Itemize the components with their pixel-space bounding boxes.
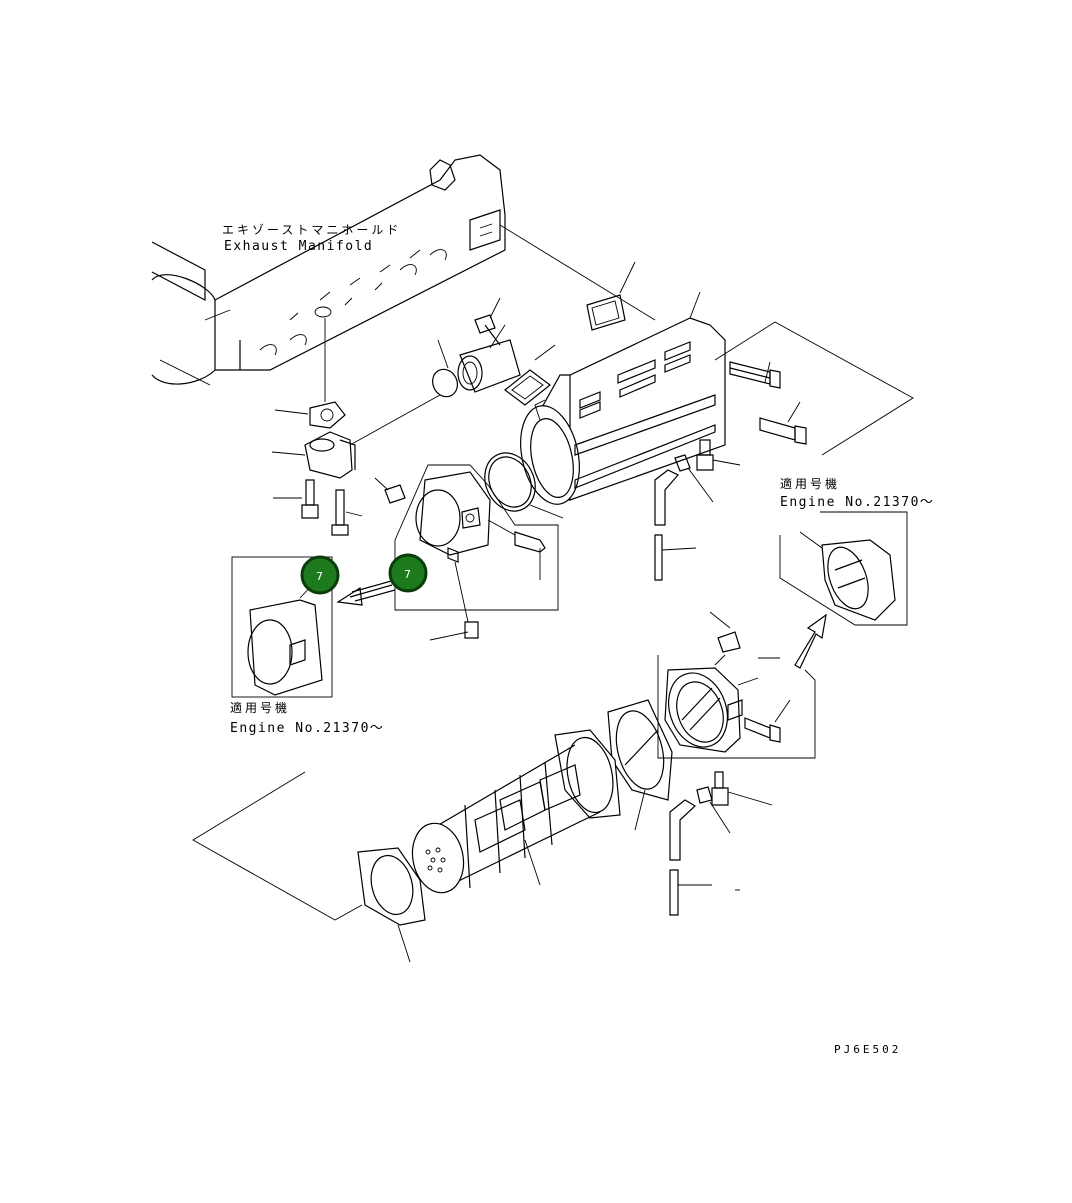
cover-assembly-box	[394, 464, 559, 641]
applicability-box-left	[231, 556, 333, 698]
gasket-flange	[274, 306, 346, 429]
outlet-pipe	[457, 324, 521, 393]
manifold-label-english: Exhaust Manifold	[224, 239, 373, 254]
bolt-left-1	[273, 479, 319, 519]
applicability-right-engine: Engine No.21370〜	[780, 495, 934, 510]
drain-tube-upper	[654, 469, 697, 581]
silencer-core	[411, 729, 621, 894]
bolt-pipe	[474, 297, 501, 346]
callout-number-1: 7	[316, 570, 323, 583]
o-ring-small	[432, 339, 458, 398]
arrow-to-left-box	[336, 579, 396, 606]
callout-number-2: 7	[404, 568, 411, 581]
applicability-left-engine: Engine No.21370〜	[230, 721, 384, 736]
bolt-small	[374, 477, 406, 504]
bolt-shell-2	[759, 401, 807, 445]
bolt-shell-1	[729, 361, 781, 389]
callout-marker-1[interactable]: 7	[300, 555, 340, 595]
gasket-top	[586, 261, 636, 331]
bolt-left-2	[331, 489, 363, 536]
manifold-label-japanese: エキゾーストマニホールド	[222, 223, 401, 237]
muffler-shell	[520, 291, 726, 505]
bolt-end-cap-top	[709, 611, 741, 666]
drain-tube-lower	[669, 799, 740, 916]
bolt-end-cap-right	[744, 699, 791, 743]
applicability-left-japanese: 適用号機	[230, 700, 290, 715]
end-cap-box	[657, 655, 816, 759]
drawing-code: PJ6E502	[834, 1043, 901, 1056]
drain-fitting-lower	[696, 771, 773, 834]
elbow-connector	[271, 394, 441, 479]
exhaust-manifold	[151, 154, 656, 386]
drain-fitting-upper	[674, 439, 741, 503]
gasket-square	[504, 344, 556, 406]
applicability-box-right	[779, 511, 908, 626]
callout-marker-2[interactable]: 7	[388, 553, 428, 593]
applicability-right-japanese: 適用号機	[780, 476, 840, 491]
callout-bracket-right	[714, 321, 914, 456]
callout-bracket-lower	[192, 771, 363, 921]
gasket-end	[357, 847, 426, 963]
arrow-to-right-box	[794, 613, 827, 669]
